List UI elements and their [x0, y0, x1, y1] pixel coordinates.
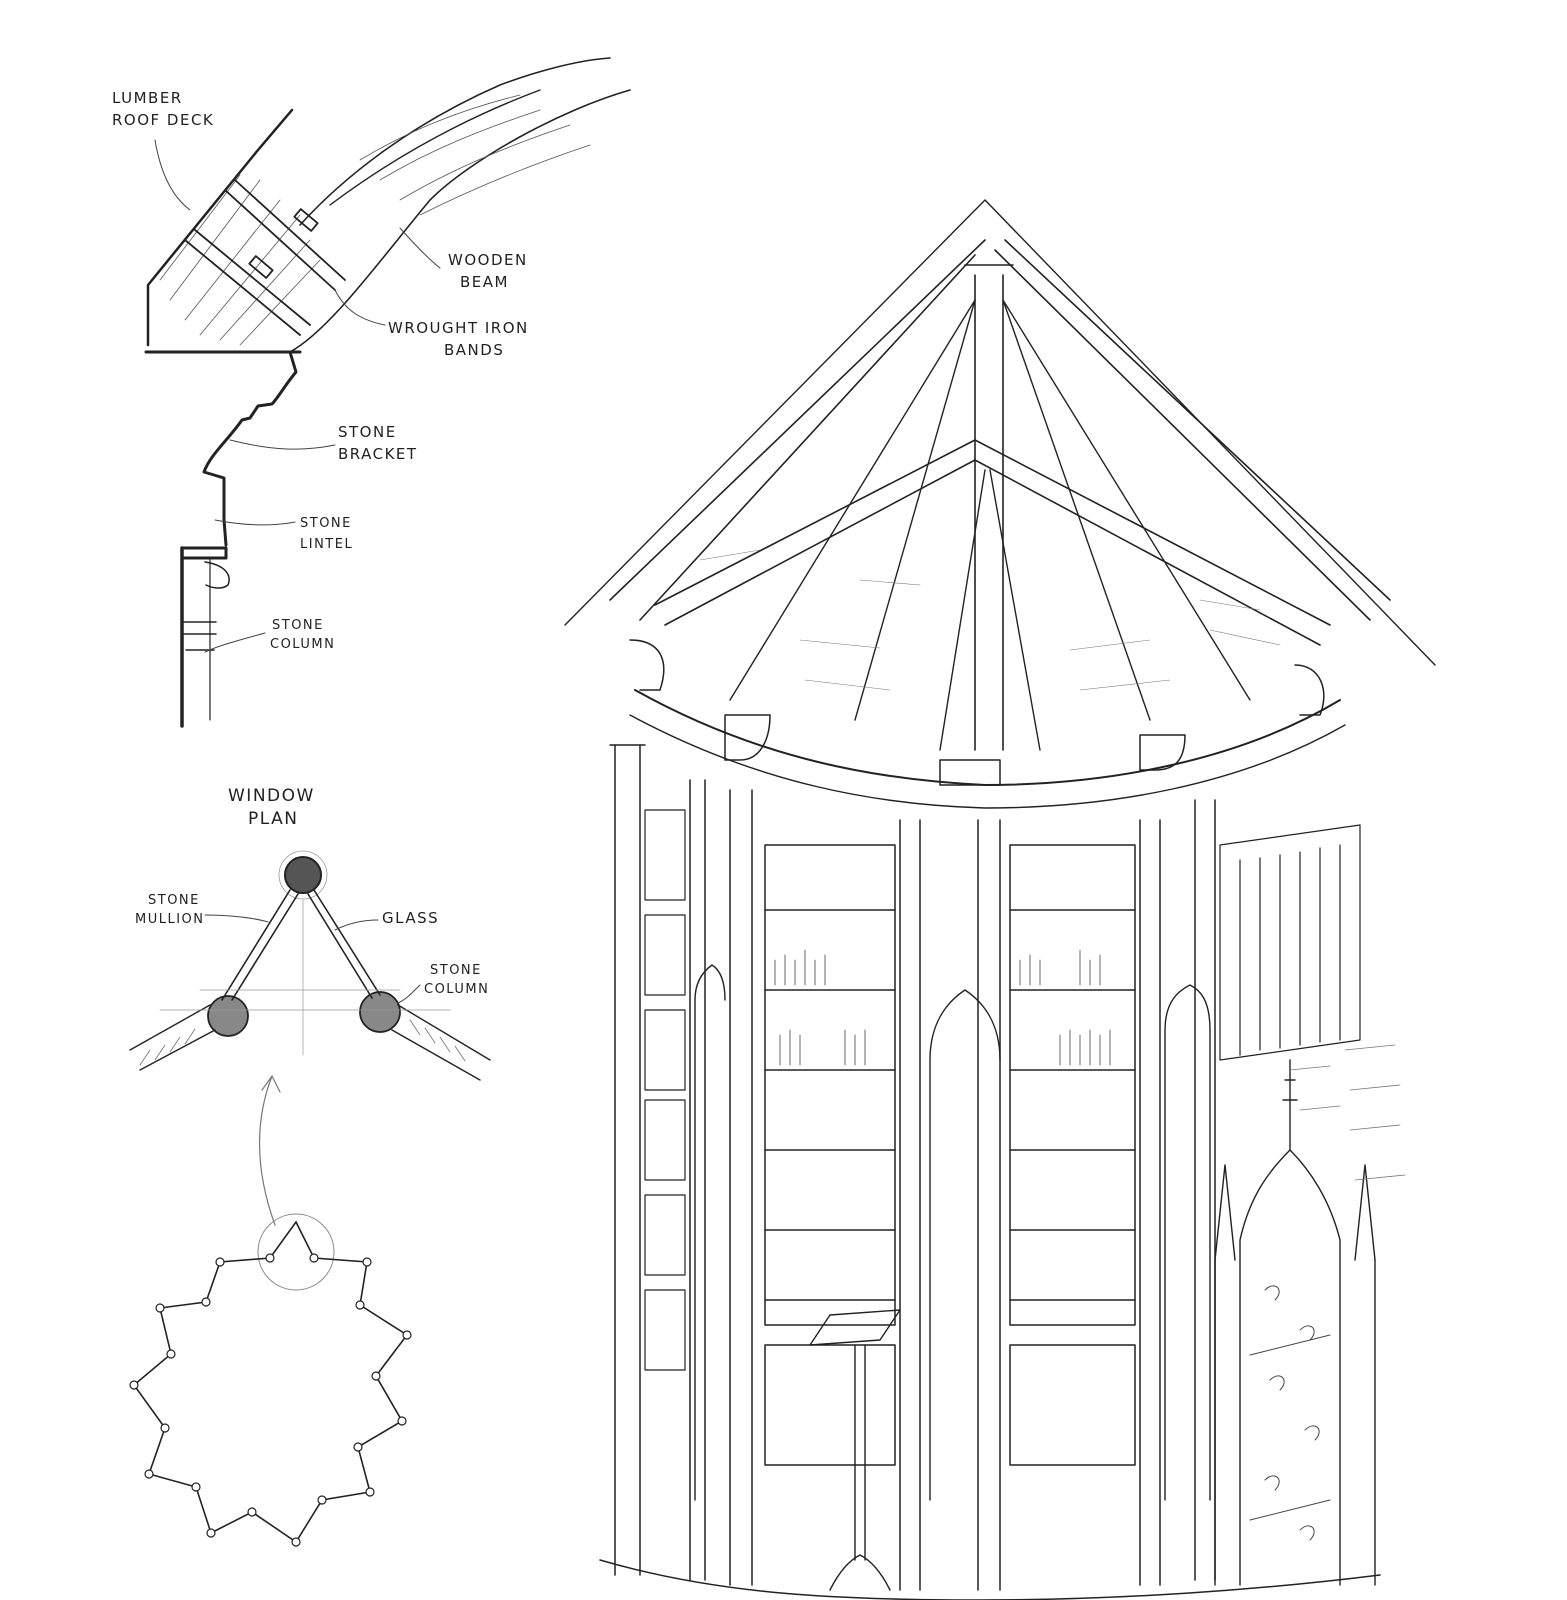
books [775, 950, 1110, 1065]
label-glass: GLASS [382, 909, 440, 927]
left-side-panels [645, 810, 685, 1370]
label-stone-bracket-1: STONE [338, 423, 397, 441]
beam-top [300, 58, 610, 225]
curtain [1220, 825, 1360, 1060]
glass-right [308, 890, 380, 998]
label-wooden-beam-2: BEAM [460, 273, 509, 291]
corbels [630, 640, 1324, 785]
roof-outer [565, 200, 1435, 665]
label-plan-stone-column-1: STONE [430, 963, 482, 978]
label-wrought-iron-bands-1: WROUGHT IRON [388, 319, 529, 337]
wrought-iron-bands [185, 180, 345, 335]
door-scrollwork [1250, 1286, 1330, 1540]
label-window-plan-1: WINDOW [228, 786, 315, 806]
label-stone-lintel-1: STONE [300, 516, 352, 531]
gothic-windows [695, 965, 1210, 1500]
roof-deck-outline [148, 110, 292, 345]
label-lumber-roof-deck-2: ROOF DECK [112, 111, 215, 129]
label-window-plan-2: PLAN [248, 809, 299, 829]
column-capital [205, 562, 229, 588]
collar-beams [655, 440, 1330, 645]
tower-perspective [565, 200, 1435, 1600]
wall-right [392, 1005, 490, 1080]
right-column-circle [360, 992, 400, 1032]
label-stone-mullion-1: STONE [148, 893, 200, 908]
mullion-circle [285, 857, 321, 893]
wood-grain [160, 95, 590, 345]
base-line [600, 1560, 1380, 1600]
roof-rafter-right [995, 240, 1390, 620]
plan-zoom-circle [258, 1214, 334, 1290]
central-post [965, 265, 1013, 750]
plan-leaders [205, 915, 420, 1003]
label-wooden-beam-1: WOODEN [448, 251, 528, 269]
mullion-halo [279, 851, 327, 899]
roof-planking [700, 550, 1280, 690]
label-stone-bracket-2: BRACKET [338, 445, 418, 463]
label-plan-stone-column-2: COLUMN [424, 982, 490, 997]
label-stone-column-1: STONE [272, 618, 324, 633]
inner-rafters [730, 300, 1250, 750]
plan-arrow [260, 1076, 280, 1225]
gothic-door [1215, 1060, 1375, 1585]
star-plan-nodes [130, 1254, 411, 1546]
label-wrought-iron-bands-2: BANDS [444, 341, 505, 359]
lectern [810, 1310, 900, 1590]
right-bookcase [1010, 845, 1135, 1465]
wall-left [130, 1005, 215, 1070]
ceiling-edge [635, 690, 1340, 785]
leader-lines [155, 140, 440, 652]
plan-axis [160, 900, 450, 1055]
roof-rafter-left [610, 240, 985, 620]
beam-split [330, 90, 540, 205]
label-stone-mullion-2: MULLION [135, 912, 205, 927]
label-lumber-roof-deck-1: LUMBER [112, 89, 183, 107]
label-stone-lintel-2: LINTEL [300, 537, 354, 552]
ceiling-edge-2 [630, 715, 1345, 808]
columns [610, 745, 1215, 1590]
brick-wall [1290, 1045, 1405, 1180]
beam-underside [290, 90, 630, 352]
stone-lintel [182, 548, 226, 558]
left-column-circle [208, 996, 248, 1036]
left-bookcase [765, 845, 895, 1465]
roof-section-detail [146, 58, 630, 726]
column-ring [184, 622, 216, 650]
label-stone-column-2: COLUMN [270, 637, 336, 652]
window-plan-detail [130, 851, 490, 1546]
glass-left [222, 890, 298, 1000]
stone-bracket-profile [204, 352, 296, 545]
wall-hatch [140, 1020, 465, 1065]
